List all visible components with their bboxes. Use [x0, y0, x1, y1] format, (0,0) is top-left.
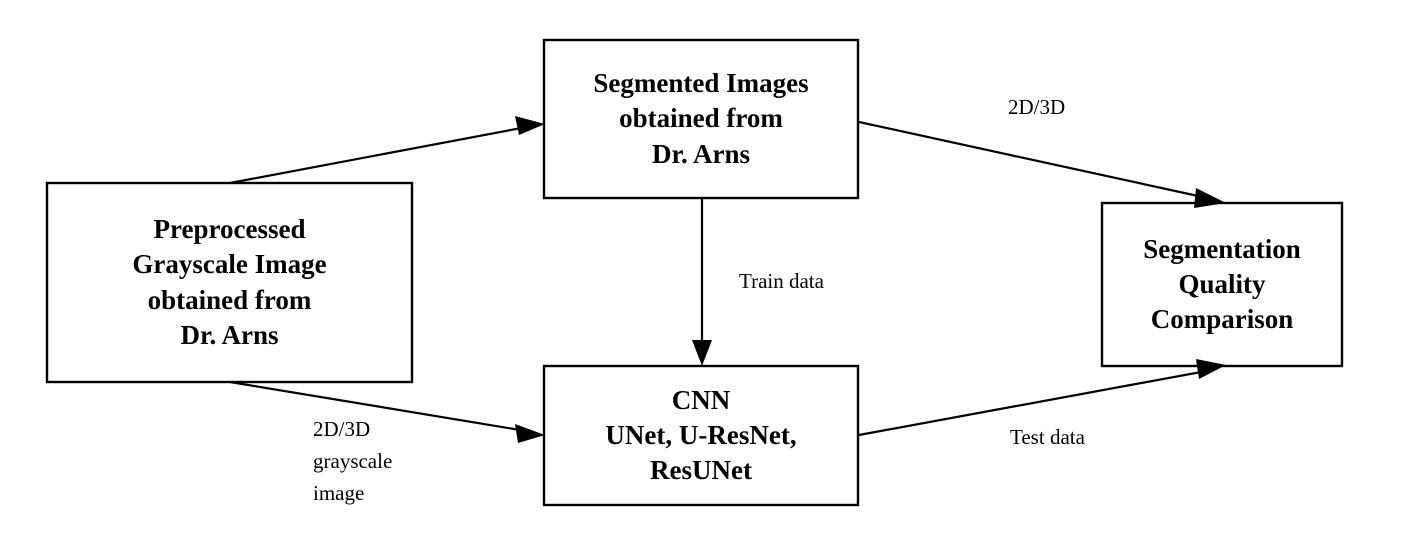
edge-preprocessed-to-segmented — [229, 116, 545, 185]
edge-text-line: image — [313, 480, 365, 505]
edge-text-line: Train data — [739, 269, 824, 293]
edge-label-segmented-to-cnn: Train data — [739, 266, 824, 298]
edge-text-line: 2D/3D — [1008, 95, 1066, 119]
node-box-preprocessed[interactable] — [45, 181, 414, 384]
edge-line — [858, 368, 1213, 437]
edge-text-line: grayscale — [313, 448, 393, 473]
edge-line — [229, 124, 533, 185]
edge-segmented-to-cnn — [692, 198, 712, 366]
node-box-comparison[interactable] — [1100, 201, 1344, 368]
arrow-head-icon — [1194, 188, 1226, 208]
edge-line — [229, 380, 533, 434]
edge-line — [858, 120, 1213, 201]
arrow-head-icon — [515, 116, 545, 135]
edge-label-segmented-to-comparison: 2D/3D — [1008, 92, 1065, 124]
edge-cnn-to-comparison — [858, 359, 1226, 437]
edge-label-cnn-to-comparison: Test data — [1010, 422, 1085, 454]
edge-label-preprocessed-to-cnn: 2D/3D grayscale image — [313, 414, 392, 510]
arrow-head-icon — [1196, 359, 1226, 379]
node-box-segmented[interactable] — [542, 38, 860, 200]
arrow-head-icon — [692, 340, 712, 366]
node-box-cnn[interactable] — [542, 364, 860, 507]
arrow-head-icon — [515, 424, 545, 443]
edge-text-line: 2D/3D — [313, 417, 371, 441]
edge-text-line: Test data — [1010, 425, 1085, 449]
edge-segmented-to-comparison — [858, 120, 1226, 208]
edge-preprocessed-to-cnn — [229, 380, 545, 443]
